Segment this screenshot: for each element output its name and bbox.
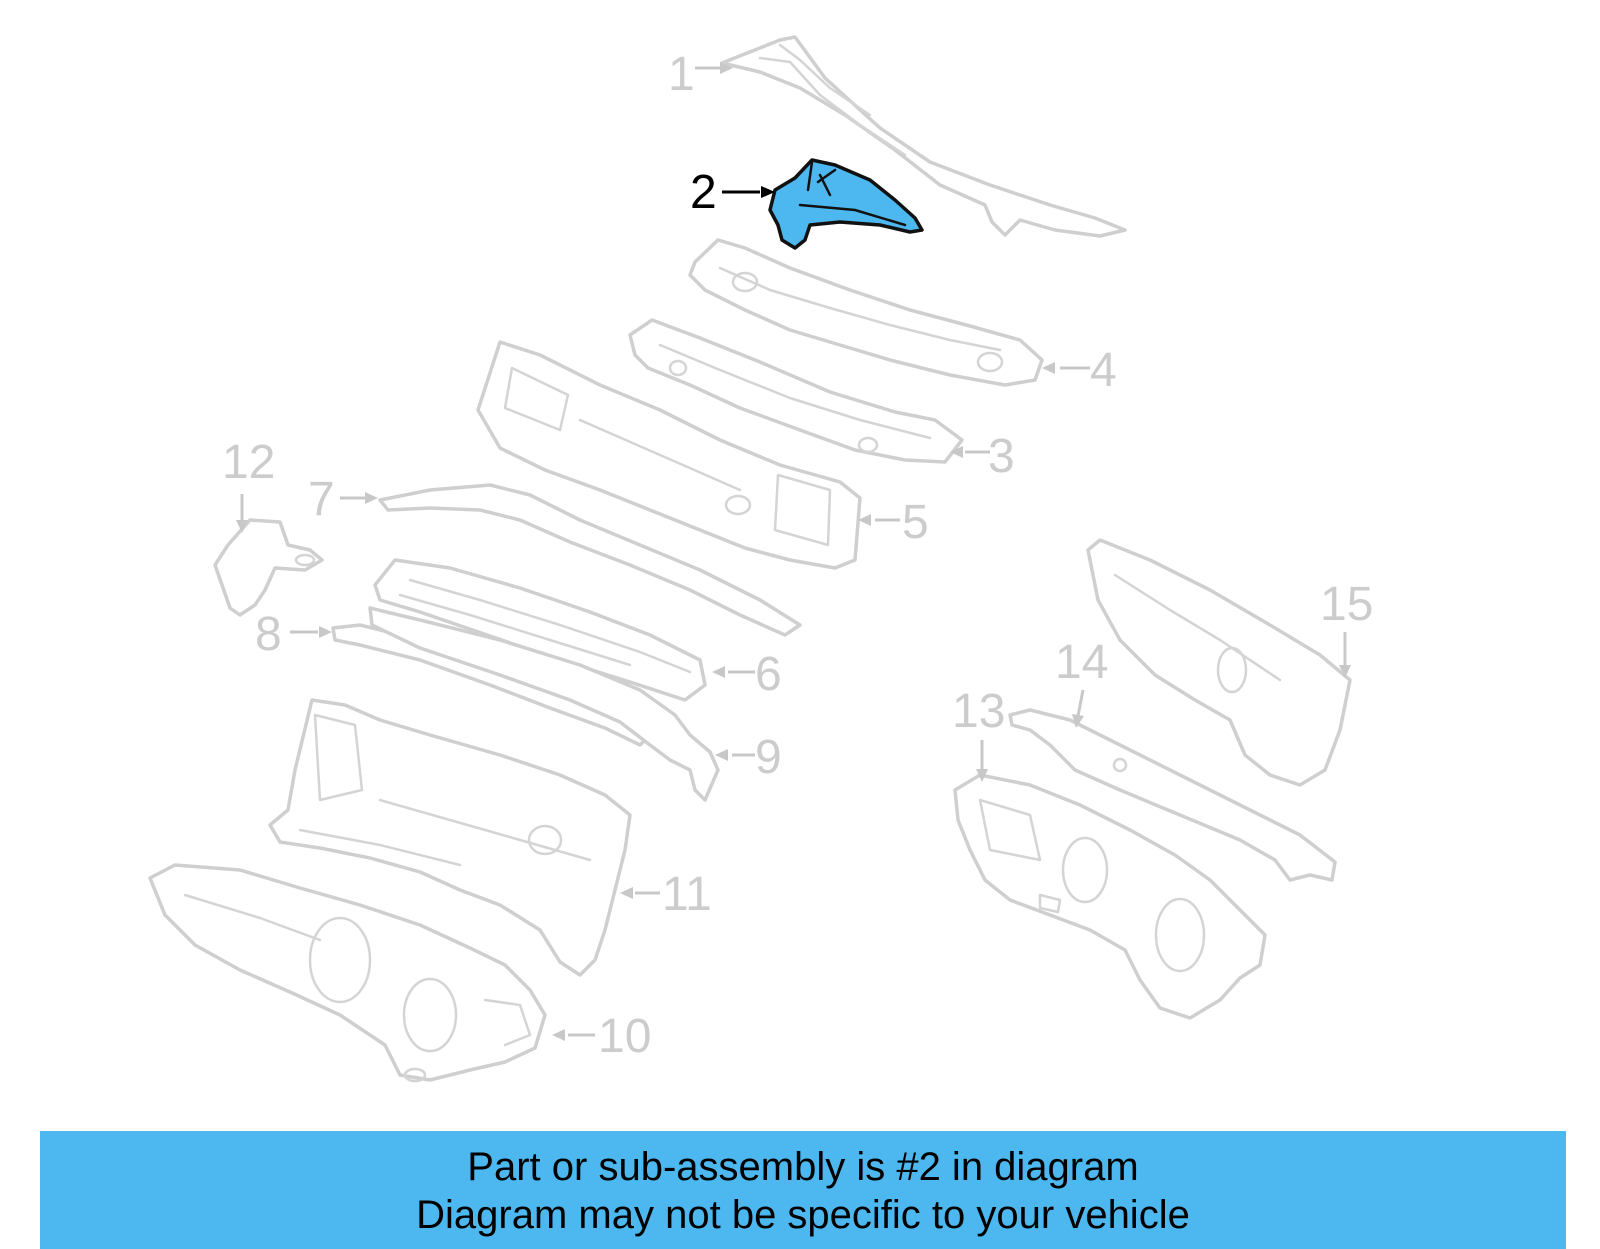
callout-14: 14 bbox=[1055, 636, 1108, 689]
part-1 bbox=[720, 35, 1127, 238]
callout-labels: 1 2 3 4 5 6 7 8 9 10 11 12 13 14 15 bbox=[222, 48, 1373, 1063]
banner-line-1: Part or sub-assembly is #2 in diagram bbox=[467, 1145, 1139, 1189]
part-4 bbox=[688, 238, 1044, 387]
callout-4: 4 bbox=[1090, 344, 1117, 397]
callout-12: 12 bbox=[222, 436, 275, 489]
callout-3: 3 bbox=[988, 430, 1015, 483]
part-7 bbox=[378, 483, 802, 637]
callout-1: 1 bbox=[668, 48, 695, 101]
callout-9: 9 bbox=[755, 731, 782, 784]
callout-15: 15 bbox=[1320, 578, 1373, 631]
part-15 bbox=[1086, 538, 1352, 787]
part-3 bbox=[628, 318, 964, 464]
callout-8: 8 bbox=[255, 608, 282, 661]
callout-6: 6 bbox=[755, 648, 782, 701]
part-info-banner: Part or sub-assembly is #2 in diagram Di… bbox=[40, 1131, 1566, 1249]
part-12 bbox=[213, 518, 324, 617]
callout-13: 13 bbox=[952, 685, 1005, 738]
part-10 bbox=[148, 863, 547, 1083]
callout-2: 2 bbox=[690, 166, 717, 219]
callout-10: 10 bbox=[598, 1010, 651, 1063]
part-5 bbox=[476, 340, 862, 570]
callout-11: 11 bbox=[662, 868, 712, 921]
leader-lines bbox=[236, 62, 1351, 1041]
part-6 bbox=[373, 558, 707, 702]
callout-5: 5 bbox=[902, 496, 929, 549]
part-11 bbox=[268, 698, 632, 977]
part-9 bbox=[368, 606, 720, 802]
part-13 bbox=[953, 773, 1267, 1020]
callout-7: 7 bbox=[308, 473, 335, 526]
banner-line-2: Diagram may not be specific to your vehi… bbox=[416, 1193, 1190, 1237]
part-14 bbox=[1008, 708, 1337, 882]
part-2-highlighted bbox=[768, 158, 924, 250]
